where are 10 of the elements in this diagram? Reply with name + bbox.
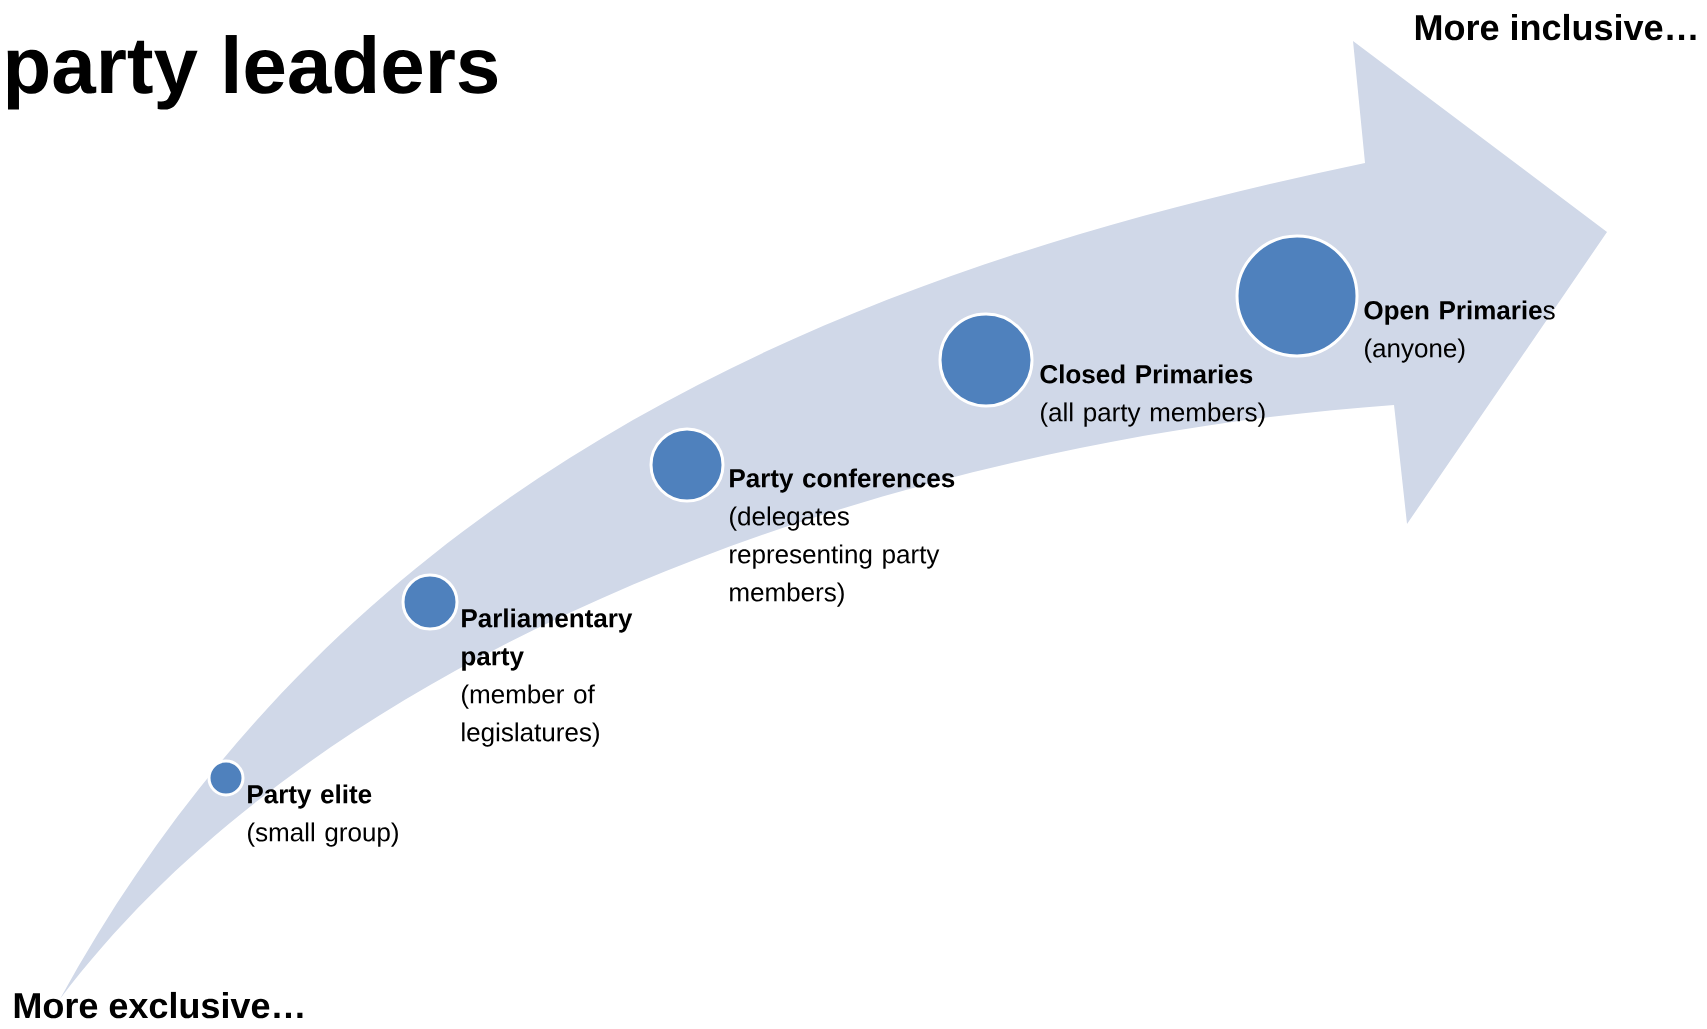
stage-description: Party conferences (delegates representing party members)	[730, 468, 955, 607]
title: party leaders	[7, 35, 498, 110]
label: More inclusive…	[1415, 13, 1696, 41]
label: More exclusive…	[14, 991, 303, 1019]
node-label: (anyone)	[1365, 338, 1465, 363]
node-label: Open Primaries	[1364, 300, 1555, 325]
stage-description: Open Primaries (anyone)	[1364, 300, 1555, 363]
stage-description: Parliamentary party (member of legislatures)	[462, 608, 633, 747]
stage-description: Party elite (small group)	[248, 784, 398, 847]
stage-description: Closed Primaries (all party members)	[1040, 364, 1265, 427]
